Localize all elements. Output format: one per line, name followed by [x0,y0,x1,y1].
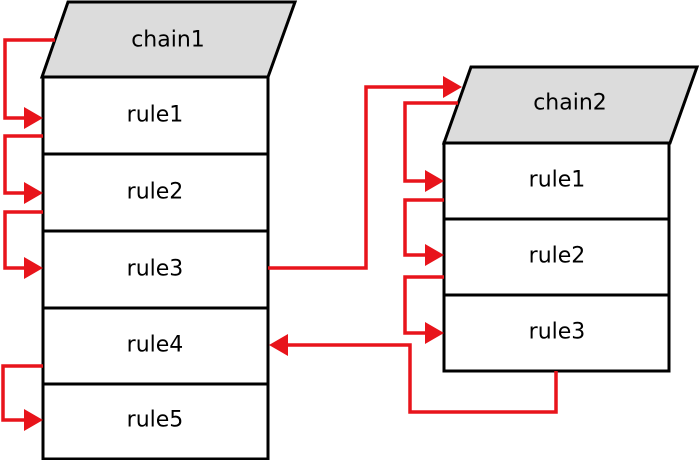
arrowhead-chain2-rule2-rule3 [425,322,444,344]
arrowhead-rule4-rule5 [24,409,43,431]
arrow-chain2-rule1-to-rule2 [403,198,444,257]
arrow-rule4-to-rule5 [1,364,43,422]
chain2-rule2-box [442,217,671,297]
arrowhead-chain2-rule1 [425,170,444,192]
arrowhead-chain1-rule1 [24,107,43,129]
chain1-rule1-label: rule1 [127,103,184,128]
chain1-group: chain1 rule1 rule2 rule3 rule4 rule5 [39,0,298,460]
flow-arrows [1,38,558,431]
chain1-rule4-label: rule4 [127,333,184,358]
arrowhead-rule3-chain2 [443,76,462,98]
chain2-title: chain2 [533,91,607,116]
chain1-rule5-box [41,382,270,460]
arrow-chain2-to-rule1 [403,101,458,183]
arrowhead-chain2-rule1-rule2 [425,244,444,266]
chain2-rule3-label: rule3 [529,320,586,345]
chain1-rule3-label: rule3 [127,257,184,282]
chain1-rule5-label: rule5 [127,408,184,433]
chain2-rule2-label: rule2 [529,244,586,269]
arrowhead-return-rule4 [269,334,288,356]
chain1-rule4-box [41,306,270,386]
arrow-return-to-rule4 [285,343,558,414]
chain1-rule3-box [41,229,270,310]
arrow-rule1-to-rule2 [3,134,43,195]
arrow-rule3-to-chain2 [268,85,445,270]
arrow-rule2-to-rule3 [3,210,43,270]
arrowhead-rule1-rule2 [24,182,43,204]
arrowhead-rule2-rule3 [24,257,43,279]
chain1-rule2-label: rule2 [127,180,184,205]
chain1-title: chain1 [131,28,205,53]
chain2-group: chain2 rule1 rule2 rule3 [441,65,700,373]
arrow-chain2-rule2-to-rule3 [403,275,444,335]
chain1-rule1-box [41,75,270,156]
chain2-rule1-label: rule1 [529,168,586,193]
arrow-chain1-to-rule1 [3,38,55,120]
